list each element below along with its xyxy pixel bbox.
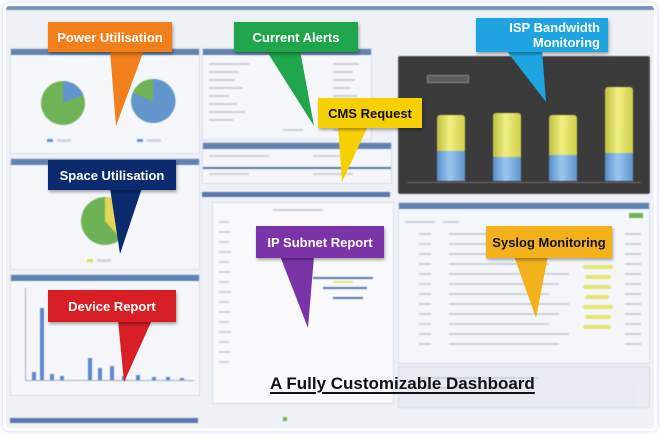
isp-bandwidth-label-line2: Monitoring xyxy=(532,35,600,50)
syslog-monitoring-callout: Syslog Monitoring xyxy=(486,226,612,318)
cms-request-panel xyxy=(202,142,392,184)
panel-header xyxy=(203,143,391,149)
syslog-monitoring-label: Syslog Monitoring xyxy=(486,226,612,258)
device-report-label: Device Report xyxy=(48,290,176,322)
isp-bandwidth-chart xyxy=(398,56,650,194)
power-utilisation-panel xyxy=(10,48,200,154)
current-alerts-label: Current Alerts xyxy=(234,22,358,52)
space-utilisation-label: Space Utilisation xyxy=(48,160,176,190)
dashboard-frame: Power Utilisation Current Alerts ISP Ban… xyxy=(6,6,654,428)
current-alerts-callout: Current Alerts xyxy=(234,22,358,126)
power-utilisation-label: Power Utilisation xyxy=(48,22,172,52)
isp-bandwidth-label-line1: ISP Bandwidth xyxy=(509,20,600,35)
panel-header xyxy=(399,203,649,209)
cms-request-label: CMS Request xyxy=(318,98,422,128)
lower-right-panel xyxy=(398,366,650,408)
isp-bandwidth-callout: ISP Bandwidth Monitoring xyxy=(476,18,608,102)
isp-bandwidth-label: ISP Bandwidth Monitoring xyxy=(476,18,608,52)
pie-chart-icon xyxy=(41,78,176,142)
space-utilisation-callout: Space Utilisation xyxy=(48,160,176,254)
panel-header xyxy=(11,275,199,281)
ip-subnet-report-callout: IP Subnet Report xyxy=(256,226,384,328)
top-nav-strip xyxy=(6,6,654,10)
panel-header xyxy=(11,49,199,55)
blurred-dashboard-background xyxy=(6,6,654,428)
ip-subnet-report-label: IP Subnet Report xyxy=(256,226,384,258)
device-report-callout: Device Report xyxy=(48,290,176,382)
panel-header xyxy=(202,192,390,197)
dashboard-headline: A Fully Customizable Dashboard xyxy=(270,374,535,393)
power-utilisation-callout: Power Utilisation xyxy=(48,22,172,126)
cms-request-callout: CMS Request xyxy=(318,98,422,182)
panel-footer-strip xyxy=(10,418,198,423)
bar-chart-icon xyxy=(25,288,194,381)
